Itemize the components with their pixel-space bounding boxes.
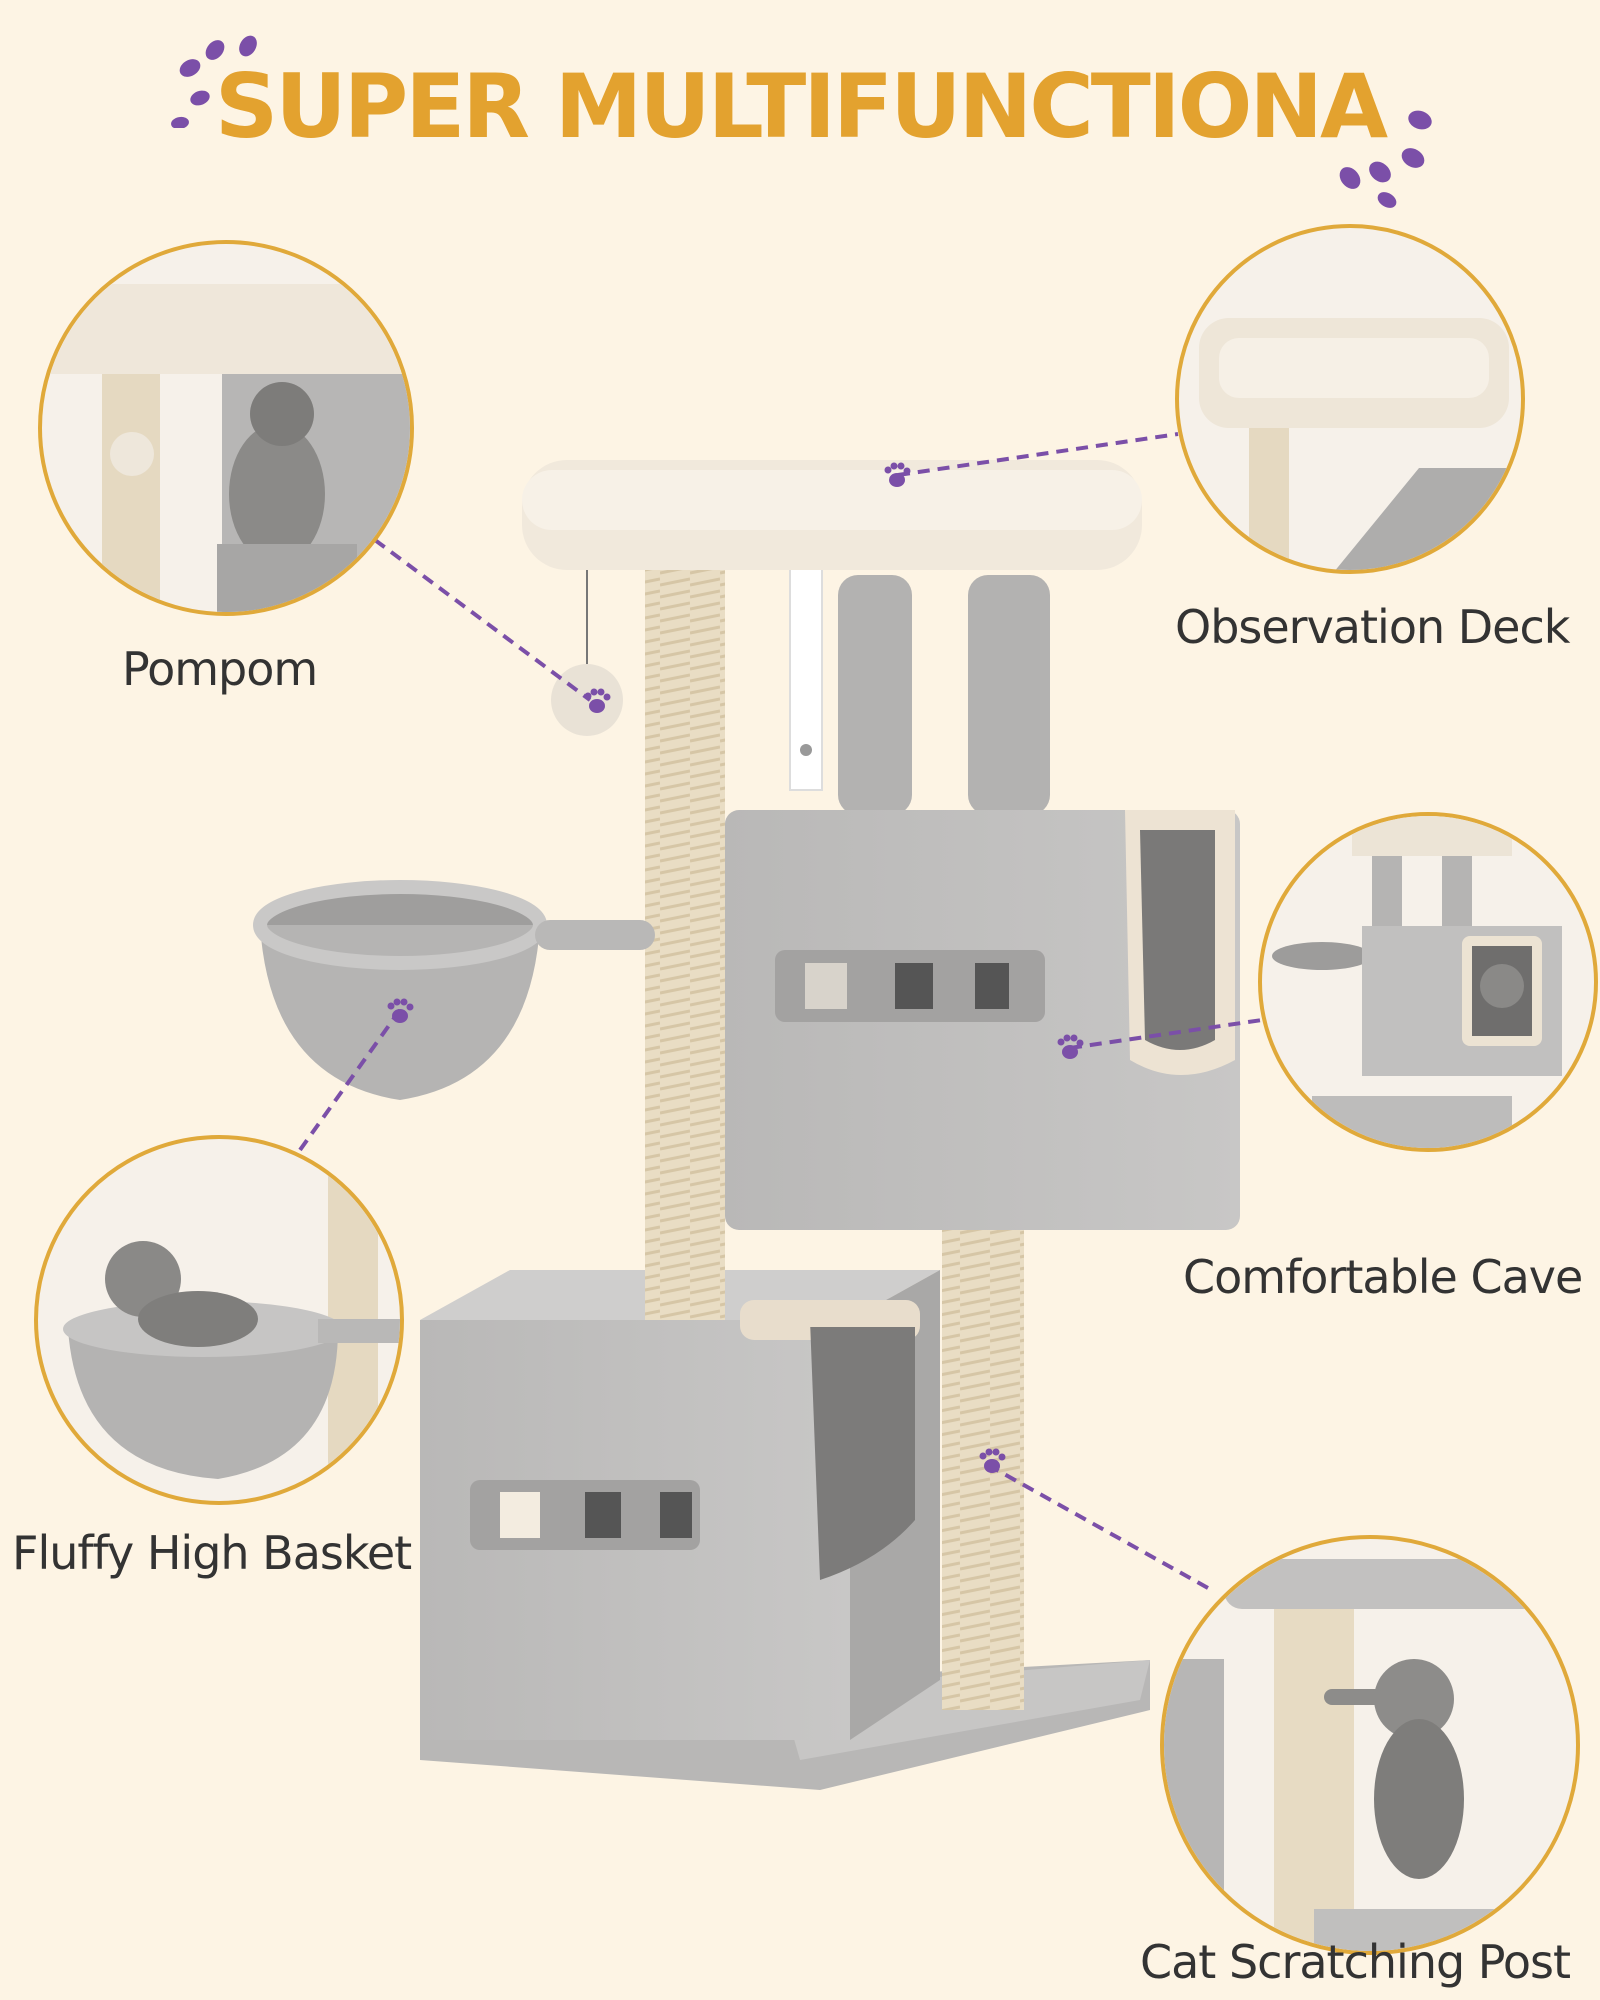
comfortable-cave-label: Comfortable Cave xyxy=(1183,1250,1583,1304)
scratching-post-photo-circle xyxy=(1160,1535,1580,1955)
upper-condo xyxy=(725,810,1240,1230)
paw-cluster-left-icon xyxy=(171,35,257,128)
pompom-label: Pompom xyxy=(122,642,318,696)
cat-scratching-post-label: Cat Scratching Post xyxy=(1140,1935,1571,1989)
lower-condo xyxy=(420,1270,940,1740)
pompom-photo-circle xyxy=(38,240,414,616)
paw-markers xyxy=(387,462,1084,1473)
basket-photo-circle xyxy=(34,1135,404,1505)
hammock-basket xyxy=(253,880,655,1100)
observation-deck-photo-circle xyxy=(1175,224,1525,574)
paw-cluster-right-icon xyxy=(1339,110,1432,208)
sisal-post-left xyxy=(645,560,725,1320)
top-perch xyxy=(522,460,1142,570)
page-title: SUPER MULTIFUNCTIONA xyxy=(214,55,1388,158)
fluffy-high-basket-label: Fluffy High Basket xyxy=(12,1526,412,1580)
cave-photo-circle xyxy=(1258,812,1598,1152)
connector-lines xyxy=(298,432,1263,1590)
observation-deck-label: Observation Deck xyxy=(1175,600,1570,654)
